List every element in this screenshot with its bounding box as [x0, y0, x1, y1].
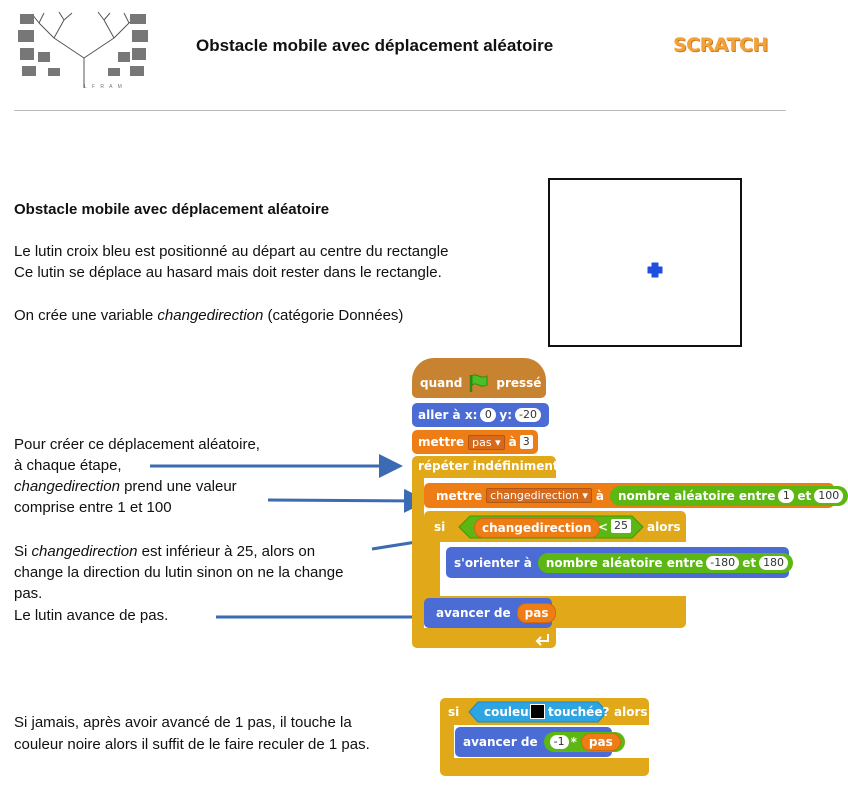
hat-when-label: quand — [420, 376, 463, 390]
goto-x-input[interactable]: 0 — [480, 408, 497, 422]
note-cond-line-2: change la direction du lutin sinon on ne… — [14, 564, 344, 581]
move-pas-block[interactable]: avancer de pas — [424, 598, 557, 628]
note-cond-line-1: Si changedirection est inférieur à 25, a… — [14, 541, 315, 562]
move-back-block[interactable]: avancer de -1 * pas — [455, 727, 625, 757]
black-color-swatch[interactable] — [530, 704, 545, 719]
rand2-label: nombre aléatoire entre — [545, 555, 704, 570]
variable-prefix: On crée une variable — [14, 307, 158, 324]
note-random-line-2: à chaque étape, — [14, 457, 122, 474]
random-180-block[interactable]: nombre aléatoire entre -180 et 180 — [537, 552, 794, 573]
rand1-from-input[interactable]: 1 — [778, 488, 795, 503]
set1-value-input[interactable]: 3 — [519, 435, 533, 449]
variable-name: changedirection — [157, 307, 264, 324]
set1-label: mettre — [418, 435, 465, 449]
mult-operator: * — [570, 735, 577, 749]
goto-xy-block[interactable]: aller à x: 0 y: -20 — [412, 403, 549, 427]
note-cond-pre: Si — [14, 543, 32, 560]
fractal-tree-logo — [18, 11, 148, 88]
if-value-input[interactable]: 25 — [611, 519, 631, 533]
goto-label: aller à x: — [418, 408, 478, 422]
if-label: si — [434, 520, 446, 534]
page-title: Obstacle mobile avec déplacement aléatoi… — [196, 36, 554, 55]
when-flag-clicked-block[interactable]: quand pressé — [412, 358, 546, 398]
move-variable-reporter[interactable]: pas — [516, 603, 557, 623]
set2-variable: changedirection — [490, 489, 579, 502]
forever-label: répéter indéfiniment — [418, 459, 559, 473]
note-random-line-3: changedirection prend une valeur — [14, 476, 237, 497]
note-random-var: changedirection — [14, 478, 120, 495]
rand1-to-input[interactable]: 100 — [814, 488, 844, 503]
set1-variable: pas — [472, 435, 492, 449]
mult-b-reporter[interactable]: pas — [580, 733, 621, 751]
variable-suffix: (catégorie Données) — [263, 307, 404, 324]
green-flag-icon — [470, 374, 488, 392]
set2-to-label: à — [595, 488, 604, 503]
rand2-and-label: et — [742, 555, 757, 570]
if-then-label: alors — [647, 520, 681, 534]
note-random-rest: prend une valeur — [119, 478, 237, 495]
rand2-from-input[interactable]: -180 — [706, 555, 740, 570]
random-1-100-block[interactable]: nombre aléatoire entre 1 et 100 — [610, 485, 848, 506]
note-random-line-4: comprise entre 1 et 100 — [14, 499, 172, 516]
rand1-label: nombre aléatoire entre — [618, 488, 776, 503]
touch-question-label: touchée? — [548, 705, 610, 719]
section-heading: Obstacle mobile avec déplacement aléatoi… — [14, 201, 330, 218]
hat-pressed-label: pressé — [496, 376, 542, 390]
arrow-random — [267, 488, 428, 513]
if-variable-reporter[interactable]: changedirection — [474, 518, 600, 538]
mult-a-input[interactable]: -1 — [549, 735, 569, 749]
goto-y-input[interactable]: -20 — [515, 408, 541, 422]
point-direction-block[interactable]: s'orienter à nombre aléatoire entre -180… — [446, 547, 794, 578]
if2-then-label: alors — [614, 705, 648, 719]
point-label: s'orienter à — [454, 555, 532, 570]
note-random-line-1: Pour créer ce déplacement aléatoire, — [14, 436, 260, 453]
blue-cross-sprite-icon — [647, 262, 663, 278]
rand2-to-input[interactable]: 180 — [759, 555, 789, 570]
note-cond-var: changedirection — [31, 543, 138, 560]
note-cond-rest: est inférieur à 25, alors on — [137, 543, 316, 560]
note-touch-line-2: couleur noire alors il suffit de le fair… — [14, 736, 370, 753]
touch-color-label: couleur — [484, 705, 535, 719]
set1-to-label: à — [508, 435, 517, 449]
set-pas-block[interactable]: mettre pas ▾ à 3 — [412, 430, 538, 454]
note-move-line: Le lutin avance de pas. — [14, 607, 169, 624]
intro-line-1: Le lutin croix bleu est positionné au dé… — [14, 243, 449, 260]
set2-label: mettre — [436, 488, 483, 503]
intro-line-2: Ce lutin se déplace au hasard mais doit … — [14, 264, 442, 281]
goto-y-label: y: — [499, 408, 512, 422]
move-label: avancer de — [436, 606, 511, 620]
multiply-block[interactable]: -1 * pas — [543, 732, 625, 752]
note-cond-line-3: pas. — [14, 585, 43, 602]
scratch-logo: SCRATCH — [673, 34, 768, 56]
note-touch-line-1: Si jamais, après avoir avancé de 1 pas, … — [14, 714, 352, 731]
header-divider — [14, 110, 786, 111]
rand1-and-label: et — [797, 488, 812, 503]
stage-rectangle — [548, 178, 742, 347]
set-changedirection-block[interactable]: mettre changedirection ▾ à nombre aléato… — [424, 483, 848, 508]
tree-caption: L F R A M — [84, 84, 124, 90]
if-operator: < — [598, 520, 609, 534]
variable-line: On crée une variable changedirection (ca… — [14, 305, 403, 326]
loop-arrow-icon — [535, 634, 549, 646]
if2-label: si — [448, 705, 460, 719]
set2-variable-dropdown[interactable]: changedirection ▾ — [486, 488, 592, 503]
move2-label: avancer de — [463, 735, 538, 749]
set1-variable-dropdown[interactable]: pas ▾ — [468, 434, 505, 450]
